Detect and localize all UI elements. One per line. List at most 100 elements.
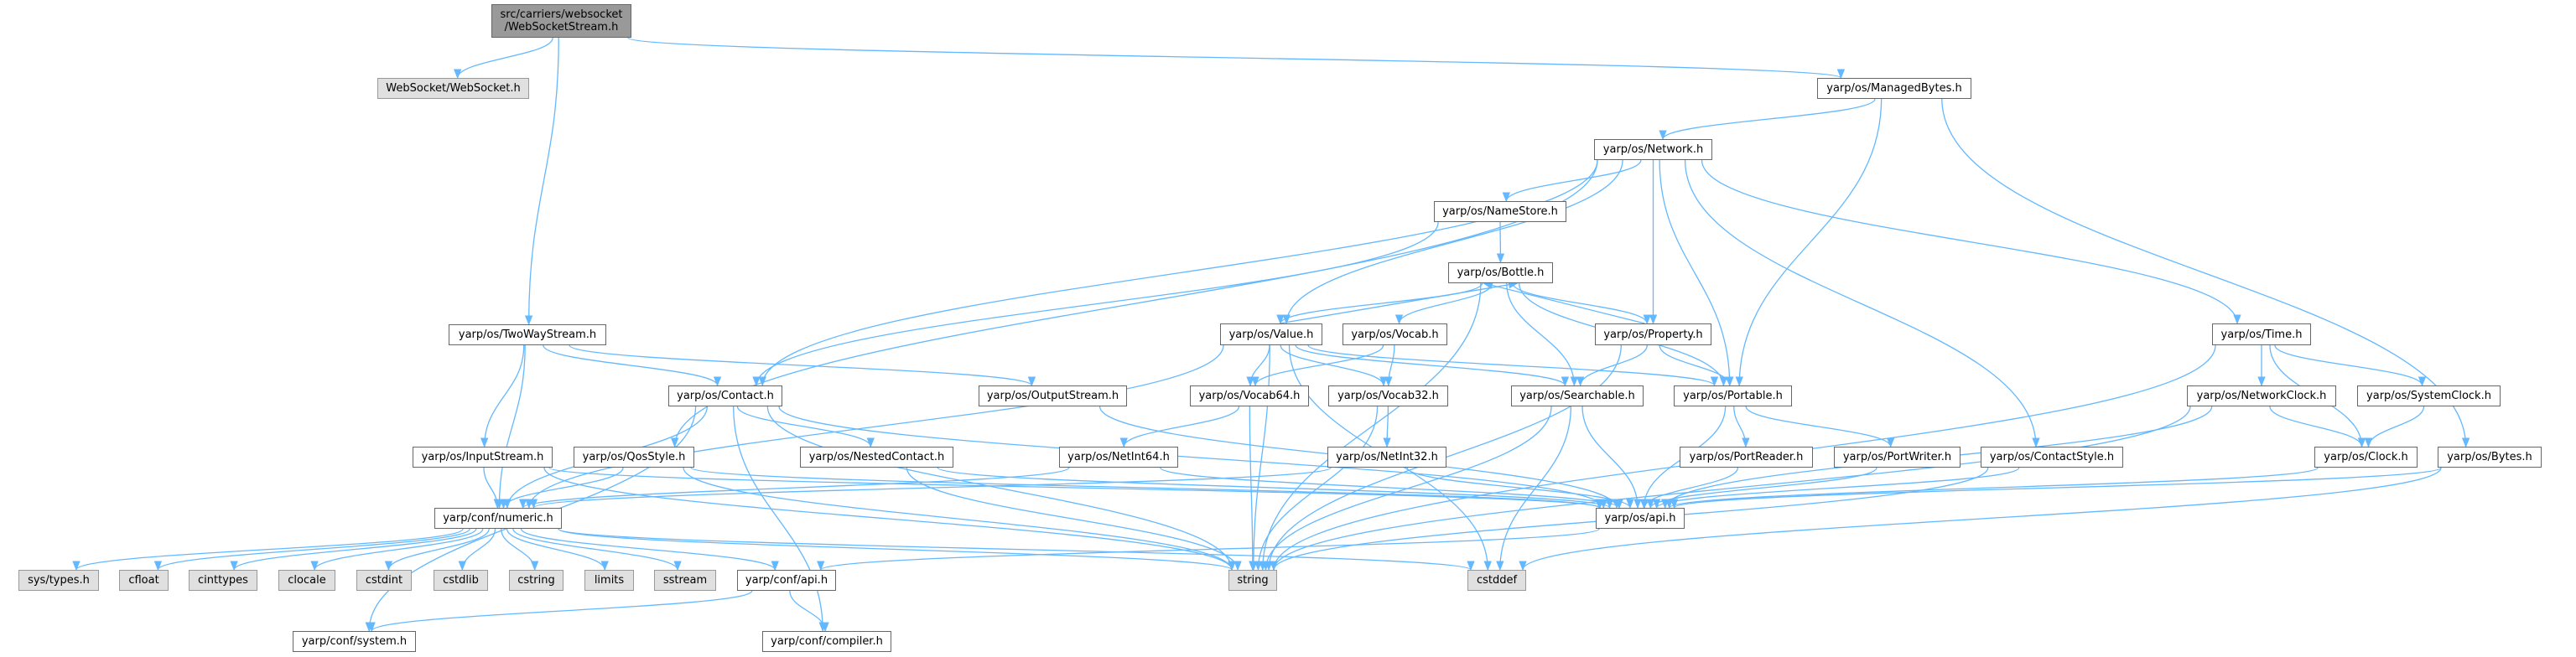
node-system[interactable]: yarp/conf/system.h — [293, 631, 416, 652]
node-osapi[interactable]: yarp/os/api.h — [1596, 508, 1685, 529]
edge-systemclock-to-clock — [2364, 406, 2425, 448]
edge-numeric-to-cinttypes — [230, 528, 477, 572]
edge-contact-to-nestedcontact — [736, 406, 875, 448]
edge-twowaystream-to-inputstream — [480, 344, 525, 448]
node-cstdint: cstdint — [356, 570, 412, 591]
node-netint64[interactable]: yarp/os/NetInt64.h — [1059, 447, 1178, 468]
edge-inputstream-to-osapi — [548, 467, 1603, 510]
edge-root-to-twowaystream — [524, 37, 559, 326]
edge-networkclock-to-string — [1270, 406, 2191, 572]
edge-numeric-to-cstdint — [384, 528, 490, 572]
edge-vocab32-to-netint32 — [1383, 406, 1391, 448]
node-limits: limits — [584, 570, 634, 591]
node-qosstyle[interactable]: yarp/os/QosStyle.h — [574, 447, 694, 468]
edge-portable-to-portreader — [1733, 406, 1750, 448]
node-nestedcontact[interactable]: yarp/os/NestedContact.h — [800, 447, 953, 468]
node-bytes[interactable]: yarp/os/Bytes.h — [2438, 447, 2542, 468]
node-namestore[interactable]: yarp/os/NameStore.h — [1434, 201, 1566, 222]
edge-inputstream-to-numeric — [483, 467, 501, 510]
edge-portable-to-portwriter — [1745, 406, 1895, 448]
edge-searchable-to-osapi — [1581, 406, 1642, 510]
edge-numeric-to-clocale — [310, 528, 484, 572]
edge-confapi-to-system — [367, 590, 753, 633]
node-systypes: sys/types.h — [18, 570, 99, 591]
node-networkclock[interactable]: yarp/os/NetworkClock.h — [2187, 385, 2336, 406]
edge-value-to-vocab64 — [1246, 344, 1270, 387]
node-systemclock[interactable]: yarp/os/SystemClock.h — [2357, 385, 2501, 406]
edge-numeric-to-cfloat — [153, 528, 470, 572]
node-inputstream[interactable]: yarp/os/InputStream.h — [413, 447, 553, 468]
edge-bottle-to-property — [1512, 282, 1651, 325]
edge-value-to-numeric — [525, 344, 1224, 510]
edge-contact-to-osapi — [778, 406, 1607, 510]
node-searchable[interactable]: yarp/os/Searchable.h — [1511, 385, 1644, 406]
node-portreader[interactable]: yarp/os/PortReader.h — [1680, 447, 1813, 468]
edge-numeric-to-cstring — [500, 528, 539, 572]
node-numeric[interactable]: yarp/conf/numeric.h — [434, 508, 562, 529]
edge-network-to-namestore — [1502, 159, 1642, 203]
node-clocale: clocale — [278, 570, 335, 591]
node-root[interactable]: src/carriers/websocket /WebSocketStream.… — [491, 4, 631, 38]
edge-network-to-value — [1282, 159, 1623, 325]
edge-numeric-to-cstdlib — [458, 528, 496, 572]
node-vocab32[interactable]: yarp/os/Vocab32.h — [1328, 385, 1448, 406]
edge-managedbytes-to-network — [1659, 98, 1876, 141]
edge-network-to-time — [1701, 159, 2241, 325]
edge-numeric-to-string — [558, 528, 1236, 572]
edge-bytes-to-cstddef — [1519, 467, 2442, 572]
node-managedbytes[interactable]: yarp/os/ManagedBytes.h — [1817, 78, 1971, 99]
edge-qosstyle-to-string — [683, 467, 1236, 572]
edge-property-to-searchable — [1576, 344, 1648, 387]
edge-numeric-to-systypes — [72, 528, 464, 572]
edge-networkclock-to-clock — [2269, 406, 2366, 448]
edge-managedbytes-to-bytes — [1941, 98, 2470, 448]
edge-bytes-to-osapi — [1670, 467, 2442, 510]
edge-contact-to-string — [766, 406, 1236, 572]
edge-network-to-contact — [758, 159, 1598, 387]
node-string: string — [1228, 570, 1277, 591]
edge-netint32-to-numeric — [530, 467, 1332, 510]
node-confapi[interactable]: yarp/conf/api.h — [737, 570, 836, 591]
edge-managedbytes-to-portable — [1735, 98, 1883, 387]
edge-qosstyle-to-numeric — [499, 467, 624, 510]
edge-osapi-to-confapi — [817, 528, 1600, 572]
node-vocab64[interactable]: yarp/os/Vocab64.h — [1190, 385, 1309, 406]
node-property[interactable]: yarp/os/Property.h — [1595, 323, 1711, 345]
edge-contact-to-compiler — [733, 406, 827, 633]
edge-numeric-to-confapi — [520, 528, 779, 572]
node-time[interactable]: yarp/os/Time.h — [2212, 323, 2311, 345]
node-cinttypes: cinttypes — [189, 570, 257, 591]
edge-property-to-portable — [1659, 344, 1734, 387]
node-portable[interactable]: yarp/os/Portable.h — [1674, 385, 1792, 406]
node-vocab[interactable]: yarp/os/Vocab.h — [1343, 323, 1447, 345]
node-contactstyle[interactable]: yarp/os/ContactStyle.h — [1981, 447, 2123, 468]
edge-root-to-managedbytes — [627, 37, 1845, 80]
edge-bottle-to-value — [1276, 282, 1483, 325]
node-compiler[interactable]: yarp/conf/compiler.h — [762, 631, 891, 652]
node-outputstream[interactable]: yarp/os/OutputStream.h — [979, 385, 1127, 406]
node-cstring: cstring — [509, 570, 564, 591]
node-websocket: WebSocket/WebSocket.h — [377, 78, 529, 99]
node-network[interactable]: yarp/os/Network.h — [1594, 139, 1712, 160]
node-portwriter[interactable]: yarp/os/PortWriter.h — [1834, 447, 1961, 468]
edge-searchable-to-string — [1261, 406, 1552, 572]
edge-bottle-to-searchable — [1506, 282, 1579, 387]
edge-root-to-websocket — [454, 37, 553, 80]
edge-vocab-to-vocab32 — [1384, 344, 1395, 387]
edge-qosstyle-to-osapi — [690, 467, 1604, 510]
edge-vocab64-to-netint64 — [1119, 406, 1240, 448]
edge-clock-to-osapi — [1665, 467, 2319, 510]
node-netint32[interactable]: yarp/os/NetInt32.h — [1327, 447, 1446, 468]
node-bottle[interactable]: yarp/os/Bottle.h — [1448, 262, 1553, 283]
edge-value-to-vocab32 — [1280, 344, 1388, 387]
node-clock[interactable]: yarp/os/Clock.h — [2314, 447, 2418, 468]
edge-bottle-to-vocab — [1394, 282, 1493, 325]
node-cfloat: cfloat — [119, 570, 169, 591]
edge-numeric-to-limits — [506, 528, 609, 572]
node-value[interactable]: yarp/os/Value.h — [1220, 323, 1322, 345]
edge-vocab-to-vocab64 — [1251, 344, 1384, 387]
edge-confapi-to-compiler — [789, 590, 829, 633]
node-twowaystream[interactable]: yarp/os/TwoWayStream.h — [449, 324, 606, 345]
edge-value-to-string — [1249, 344, 1270, 572]
node-contact[interactable]: yarp/os/Contact.h — [668, 385, 782, 406]
